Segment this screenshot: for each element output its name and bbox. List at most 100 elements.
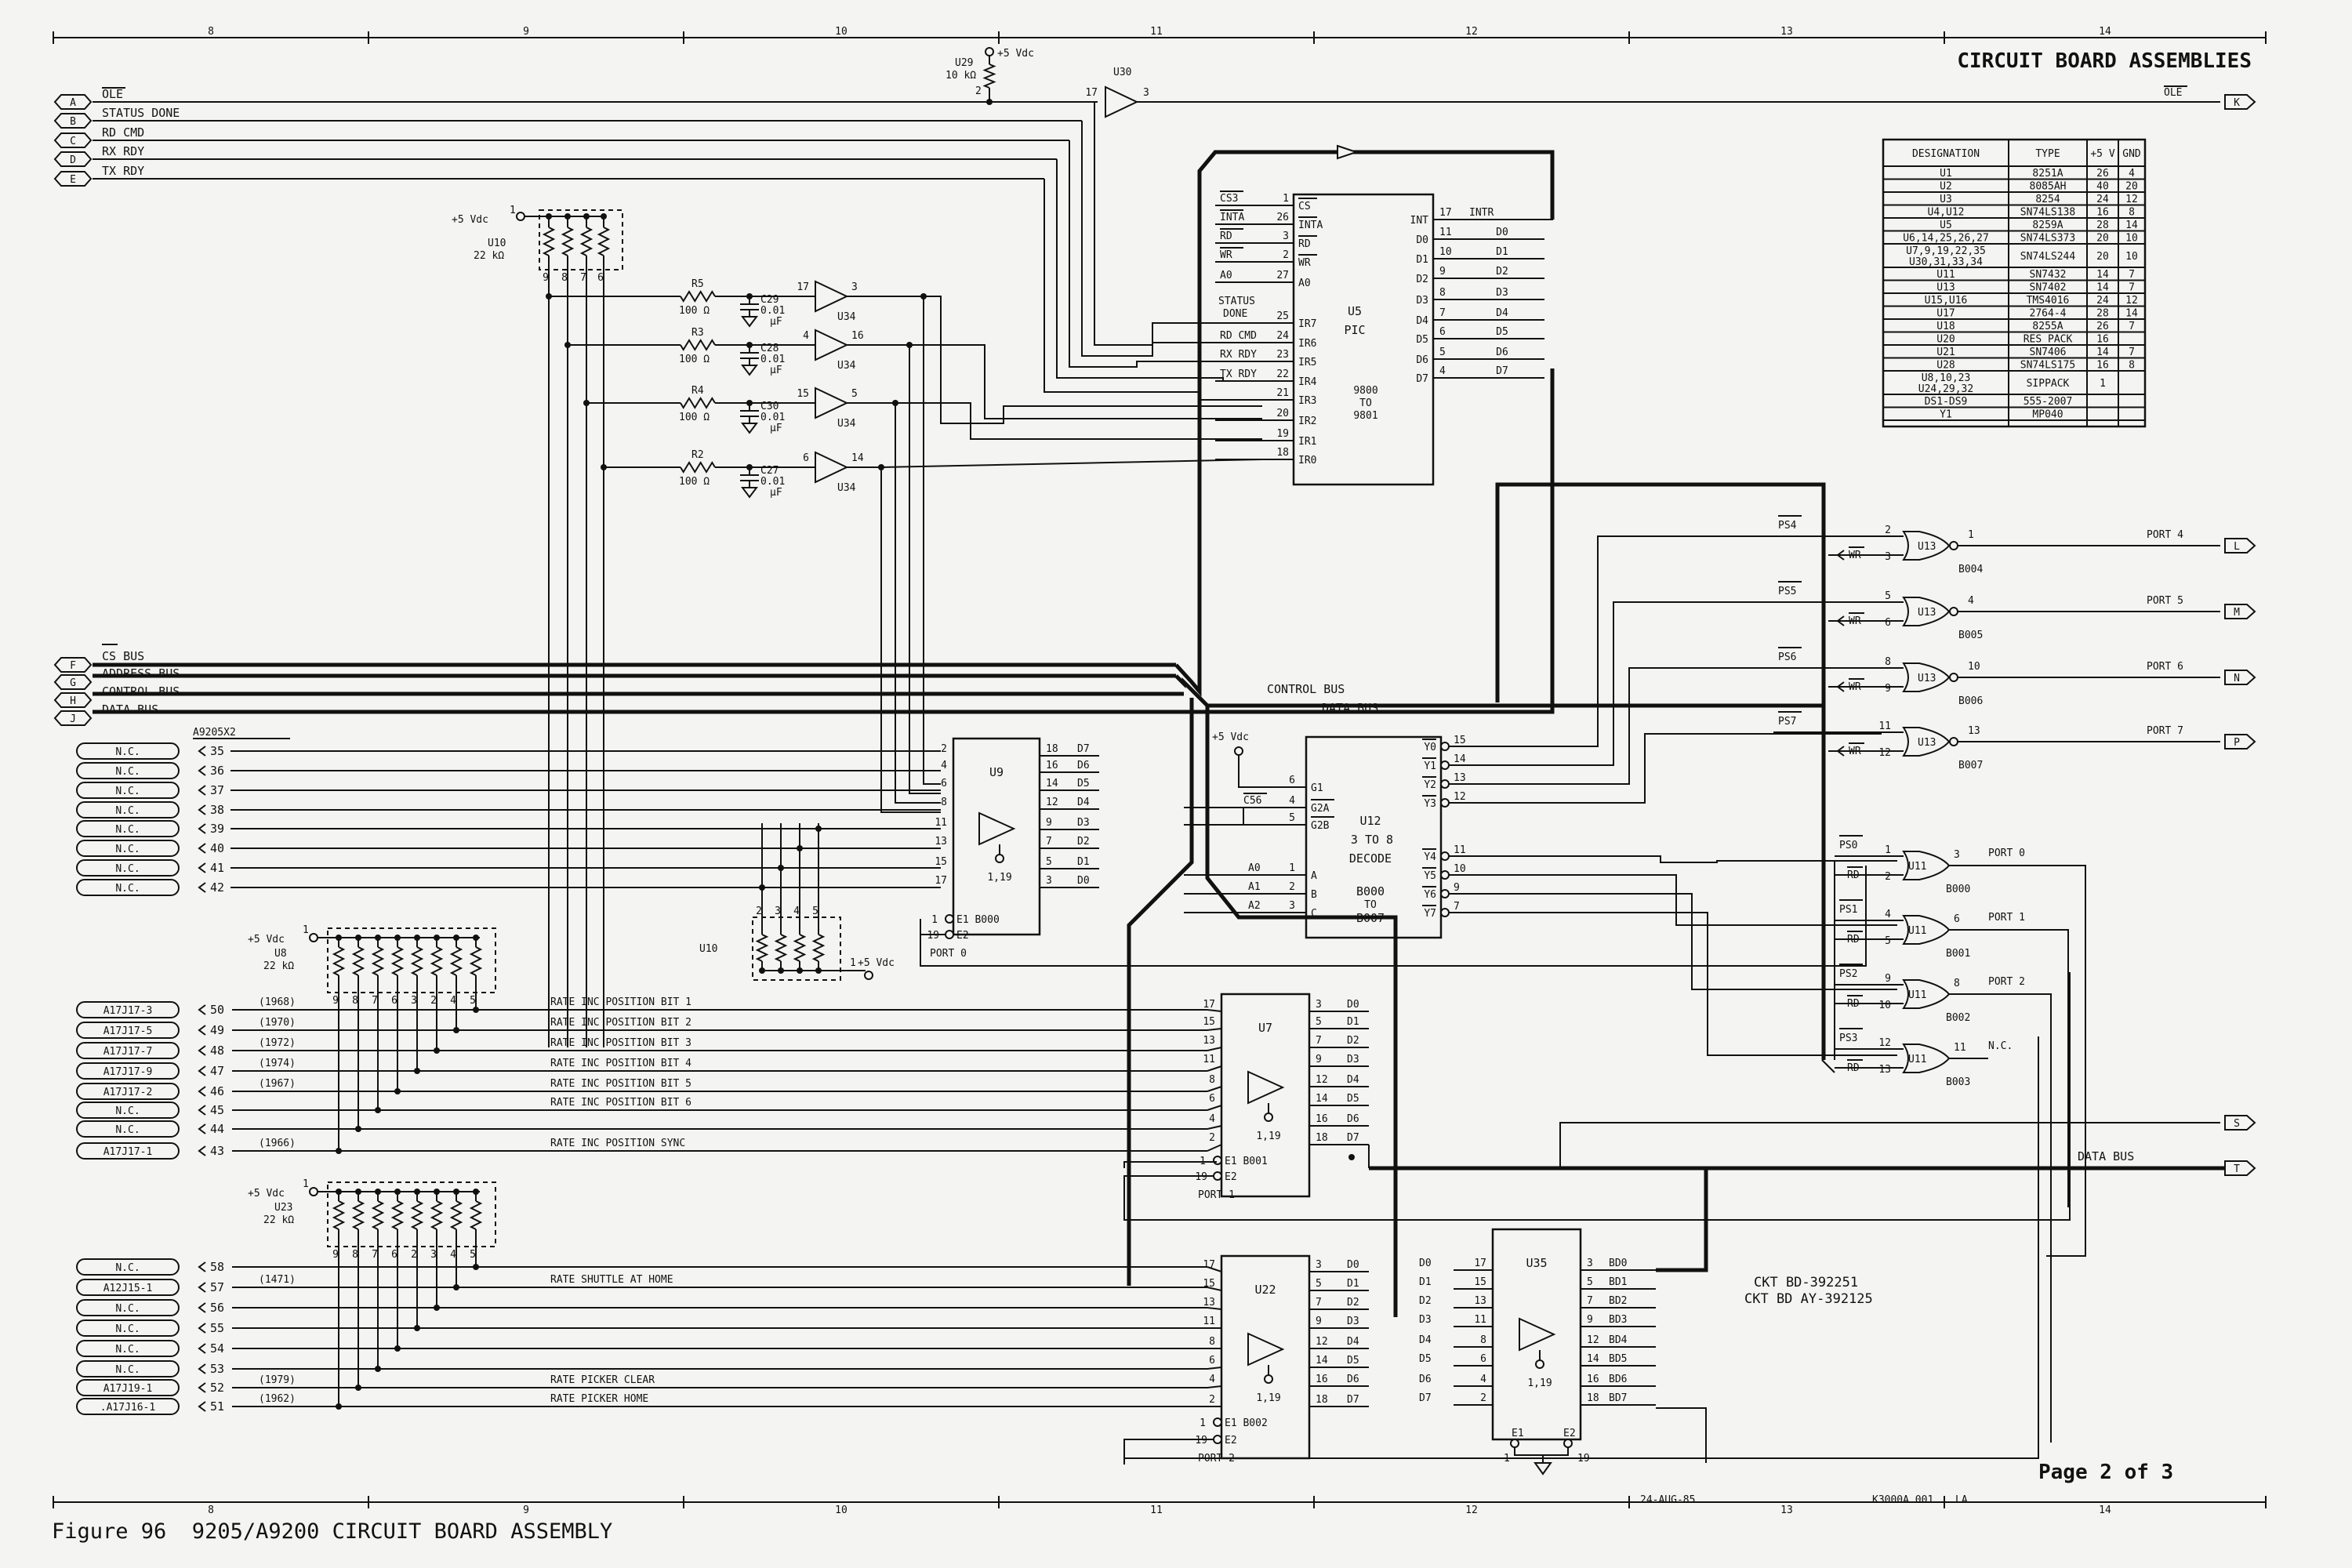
buffer-in-pin: 15 [935, 856, 947, 868]
output-connector-k-letter: K [2234, 97, 2240, 109]
inversion-bubble [1440, 742, 1450, 751]
wire [1207, 1047, 1222, 1051]
pin-arrow [198, 1045, 206, 1056]
rate-input-signal: RATE INC POSITION BIT 2 [550, 1017, 691, 1029]
u11-or-gate [1902, 1044, 1951, 1073]
shuttle-input-pill [76, 1319, 180, 1337]
table-cell: 24 [2096, 295, 2109, 307]
gate-pin: 5 [1885, 590, 1891, 602]
u5-right-pin-number: 8 [1439, 287, 1446, 299]
junction-dot [355, 1126, 361, 1132]
shuttle-input-code: (1979) [259, 1374, 296, 1386]
u34-ref: U34 [837, 360, 856, 372]
junction-dot [336, 1403, 342, 1410]
bus-connector-g-letter: G [70, 677, 76, 689]
table-cell: U18 [1936, 321, 1955, 332]
table-cell: 14 [2096, 269, 2109, 281]
u5-left-pin-name: IR0 [1298, 455, 1316, 466]
buffer-in-pin: 17 [1203, 999, 1215, 1011]
buffer-in-pin: 6 [941, 778, 947, 789]
port-connector-l-letter: L [2234, 541, 2240, 553]
u13-nor-gate [1902, 727, 1951, 757]
buffer-in-pin: 13 [1203, 1035, 1215, 1047]
table-cell: 20 [2096, 233, 2109, 245]
capacitor-unit: µF [770, 423, 782, 434]
u10-ref: U10 [488, 238, 506, 249]
buffer-in-pin: 2 [1209, 1132, 1215, 1144]
bus-label-g: ADDRESS BUS [102, 666, 180, 681]
rate-input-pill-text: A17J17-7 [103, 1046, 153, 1058]
wire [1207, 1009, 1222, 1012]
u5-left-signal: RD CMD [1220, 330, 1257, 342]
u7-port-label: PORT 1 [1198, 1189, 1235, 1201]
u8-pin-number: 2 [430, 995, 437, 1007]
table-cell: MP040 [2032, 409, 2063, 421]
rate-input-pill-text: A17J17-3 [103, 1005, 153, 1017]
shuttle-input-pill [76, 1279, 180, 1296]
junction-dot [601, 464, 607, 470]
u10-vpin: 1 [510, 205, 516, 216]
u29-ref: U29 [955, 57, 973, 69]
wire [1514, 1447, 1569, 1456]
buffer-out-signal: BD5 [1609, 1353, 1627, 1365]
u23-pin-number: 2 [411, 1249, 417, 1261]
gate-out-pin: 10 [1968, 661, 1980, 673]
wire [1184, 368, 1555, 714]
u10-vcc-label: +5 Vdc [452, 214, 488, 226]
table-cell: 24 [2096, 194, 2109, 205]
u12-left-pin-name: G2A [1311, 803, 1330, 815]
u9-body [952, 737, 1041, 936]
u12-vcc-terminal [1234, 746, 1243, 756]
buffer-in-signal: D5 [1419, 1353, 1432, 1365]
rate-input-code: (1974) [259, 1058, 296, 1069]
rate-input-pill-text: A17J17-5 [103, 1025, 153, 1037]
resistor-ref: R5 [691, 278, 704, 290]
gate-out-pin: 8 [1954, 978, 1960, 989]
u5-left-pin-name: INTA [1298, 220, 1323, 231]
gate-addr: B003 [1946, 1076, 1970, 1088]
u12-right-pin-number: 15 [1454, 735, 1466, 746]
u11-or-gate [1902, 915, 1951, 945]
ground-symbol [741, 423, 758, 434]
shuttle-input-pill [76, 1299, 180, 1316]
table-cell: 8085AH [2030, 181, 2067, 193]
pin-arrow [1836, 681, 1845, 692]
gate-out-pin: 4 [1968, 595, 1974, 607]
u7-body [1220, 993, 1311, 1198]
port-connector-m-letter: M [2234, 607, 2240, 619]
table-cell: 20 [2096, 251, 2109, 263]
wire [542, 227, 556, 256]
u5-left-pin-name: IR7 [1298, 318, 1316, 330]
u34-buffer [815, 280, 849, 313]
wire [1207, 1065, 1222, 1072]
shuttle-input-signal: RATE SHUTTLE AT HOME [550, 1274, 673, 1286]
wire [909, 345, 941, 794]
buffer-out-pin: 18 [1316, 1394, 1328, 1406]
u34-ref: U34 [837, 482, 856, 494]
u8-pin-number: 7 [372, 995, 378, 1007]
wire [430, 1200, 444, 1230]
buffer-out-pin: 12 [1046, 797, 1058, 808]
table-cell: 7 [2129, 347, 2135, 358]
u5-right-pin-number: 10 [1439, 246, 1452, 258]
port-select-label: PS0 [1839, 840, 1857, 851]
u22-part: 1,19 [1256, 1392, 1280, 1404]
u30-buffer [1105, 85, 1139, 118]
u5-name: PIC [1344, 323, 1365, 337]
table-cell: 14 [2125, 308, 2138, 320]
u5-left-signal: A0 [1220, 270, 1232, 281]
wire [920, 866, 1867, 967]
inversion-bubble [1213, 1156, 1222, 1165]
buffer-out-signal: BD3 [1609, 1314, 1627, 1326]
inversion-bubble [1440, 851, 1450, 861]
nc-pin-pill [76, 742, 180, 760]
ground-symbol [1534, 1462, 1552, 1475]
u5-left-pin-name: WR [1298, 257, 1311, 269]
buffer-in-pin: 8 [1480, 1334, 1486, 1346]
u12-addr: B000 [1356, 884, 1385, 898]
rate-input-signal: RATE INC POSITION SYNC [550, 1138, 685, 1149]
wire [351, 1200, 365, 1230]
